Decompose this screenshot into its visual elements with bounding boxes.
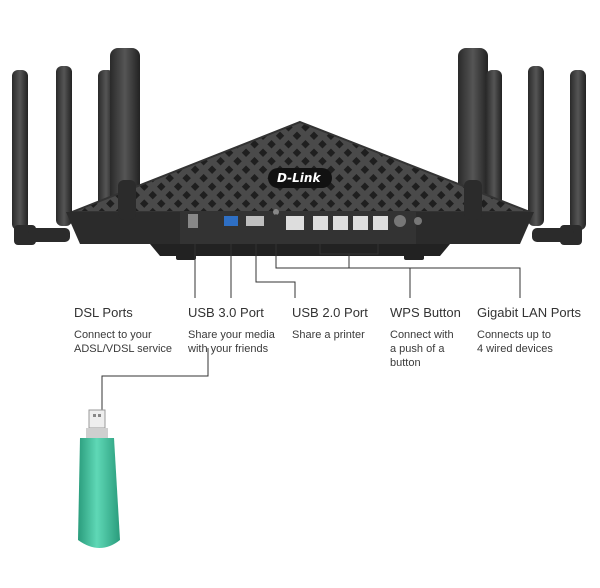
internet-port (286, 216, 304, 230)
lan-port-4 (373, 216, 388, 230)
callout-wps-desc-1: Connect with (390, 329, 454, 341)
dsl-port (188, 214, 198, 228)
callout-usb2-desc-1: Share a printer (292, 329, 365, 341)
callout-wps-desc-2: a push of a (390, 343, 445, 355)
usb-stick-connector (88, 409, 106, 429)
callout-line-wps (275, 214, 411, 298)
reset-button (273, 209, 279, 215)
lan-port-2 (333, 216, 348, 230)
antenna-right-outer (560, 70, 586, 245)
dc-jack (414, 217, 422, 225)
callout-dsl-title: DSL Ports (74, 305, 133, 320)
usb3-port (224, 216, 238, 226)
power-button (394, 215, 406, 227)
lan-port-3 (353, 216, 368, 230)
callout-usb3-title: USB 3.0 Port (188, 305, 264, 320)
callout-lan: Gigabit LAN Ports Connects up to 4 wired… (477, 305, 581, 356)
callout-dsl-desc-2: ADSL/VDSL service (74, 343, 173, 355)
usb2-port (246, 216, 264, 226)
antenna-left-outer (12, 70, 36, 245)
callout-lines (101, 214, 521, 412)
antenna-front-left (118, 180, 136, 220)
callout-line-usb2 (255, 228, 296, 298)
antenna-foot-left (28, 228, 70, 242)
callout-dsl-desc-1: Connect to your (74, 329, 152, 341)
callout-usb2: USB 2.0 Port Share a printer (292, 305, 368, 342)
usb-stick-collar (86, 428, 108, 438)
antenna-right-2 (528, 66, 544, 226)
dlink-logo-badge (268, 168, 332, 188)
antenna-front-right (464, 180, 482, 220)
callout-usb3-desc-2: with your friends (188, 343, 269, 355)
callout-usb2-title: USB 2.0 Port (292, 305, 368, 320)
callout-lan-title: Gigabit LAN Ports (477, 305, 582, 320)
callout-line-usb-stick (101, 348, 209, 412)
antenna-foot-right (532, 228, 574, 242)
callout-wps: WPS Button Connect with a push of a butt… (390, 305, 461, 370)
usb-stick (78, 409, 120, 548)
antenna-right-big (458, 48, 488, 226)
callout-usb3-desc-1: Share your media (188, 329, 275, 341)
router-foot-left (176, 252, 196, 260)
antenna-right-3 (486, 70, 502, 220)
antenna-left-2 (56, 66, 72, 226)
callout-dsl: DSL Ports Connect to your ADSL/VDSL serv… (74, 305, 172, 356)
lan-port-1 (313, 216, 328, 230)
usb-stick-body (78, 438, 120, 548)
router-base (150, 244, 450, 256)
router-foot-right (404, 252, 424, 260)
callout-lan-desc-2: 4 wired devices (477, 343, 553, 355)
callout-wps-title: WPS Button (390, 305, 461, 320)
callout-lan-desc-1: Connects up to (477, 329, 551, 341)
callout-usb3: USB 3.0 Port Share your media with your … (188, 305, 275, 356)
callout-line-lan (348, 254, 521, 298)
callout-wps-desc-3: button (390, 357, 421, 369)
dlink-logo: D-Link (277, 171, 321, 185)
